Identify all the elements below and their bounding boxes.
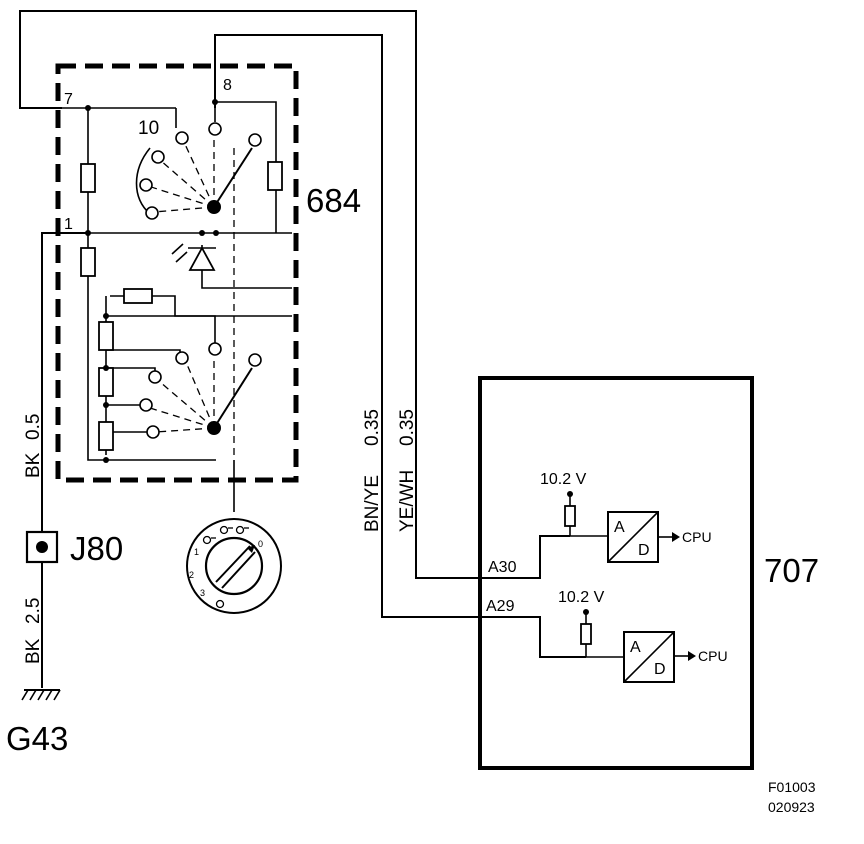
wire-yewh-size: 0.35 xyxy=(397,409,418,446)
component-684-label: 684 xyxy=(306,182,361,219)
junction-dots xyxy=(85,99,219,463)
knob-lamp-icons xyxy=(202,525,249,609)
wire-pin7-to-a30 xyxy=(19,10,570,579)
adc-2-a: A xyxy=(630,639,641,656)
wire-bk-top-size: 0.5 xyxy=(23,414,44,440)
input-channel-a29 xyxy=(580,609,696,683)
ground-symbol xyxy=(21,689,61,701)
connector-j80-label: J80 xyxy=(70,530,123,567)
wire-bk-bottom-size: 2.5 xyxy=(23,598,44,624)
wire-pin8-to-a29 xyxy=(214,34,586,658)
cpu-2-label: CPU xyxy=(698,648,728,664)
resistor-2 xyxy=(80,247,96,277)
knob-pos-0: 0 xyxy=(258,539,263,549)
cpu-1-label: CPU xyxy=(682,529,712,545)
upper-rotary-switch xyxy=(135,122,262,460)
resistor-6 xyxy=(98,367,114,397)
connector-j80 xyxy=(25,530,59,564)
adc-1-d: D xyxy=(638,542,650,559)
light-switch-knob: 0 1 2 3 xyxy=(186,518,282,614)
pin-1-label: 1 xyxy=(64,216,73,233)
switch-unit-internal-wiring xyxy=(62,101,292,461)
wire-bk-bottom-color: BK xyxy=(23,638,44,664)
input-channel-a30 xyxy=(564,491,680,563)
adc-1-a: A xyxy=(614,519,625,536)
switch-unit-684-box xyxy=(55,63,299,483)
knob-pos-1: 1 xyxy=(194,547,199,557)
resistor-5 xyxy=(98,321,114,351)
pin-7-label: 7 xyxy=(64,91,73,108)
voltage-2-label: 10.2 V xyxy=(558,589,605,606)
wire-yewh-color: YE/WH xyxy=(397,470,418,532)
wire-bnye-color: BN/YE xyxy=(362,475,383,532)
resistor-3 xyxy=(267,161,283,191)
lower-rotary-switch xyxy=(139,342,262,439)
pin-10-label: 10 xyxy=(138,118,159,139)
wire-pin1-to-ground xyxy=(41,232,88,688)
knob-pos-2: 2 xyxy=(189,570,194,580)
figure-date: 020923 xyxy=(768,799,815,815)
wire-bnye-size: 0.35 xyxy=(362,409,383,446)
pin-a30-label: A30 xyxy=(488,559,517,576)
indicator-led xyxy=(171,230,216,271)
wire-bk-top-color: BK xyxy=(23,452,44,478)
resistor-7 xyxy=(98,421,114,451)
pin-a29-label: A29 xyxy=(486,598,515,615)
resistor-1 xyxy=(80,163,96,193)
voltage-1-label: 10.2 V xyxy=(540,471,587,488)
knob-pos-3: 3 xyxy=(200,588,205,598)
component-707-label: 707 xyxy=(764,552,819,589)
adc-2-d: D xyxy=(654,661,666,678)
ground-g43-label: G43 xyxy=(6,720,68,757)
pin-8-label: 8 xyxy=(223,77,232,94)
control-module-707-box xyxy=(478,376,754,770)
figure-code: F01003 xyxy=(768,779,816,795)
resistor-4 xyxy=(123,288,153,304)
